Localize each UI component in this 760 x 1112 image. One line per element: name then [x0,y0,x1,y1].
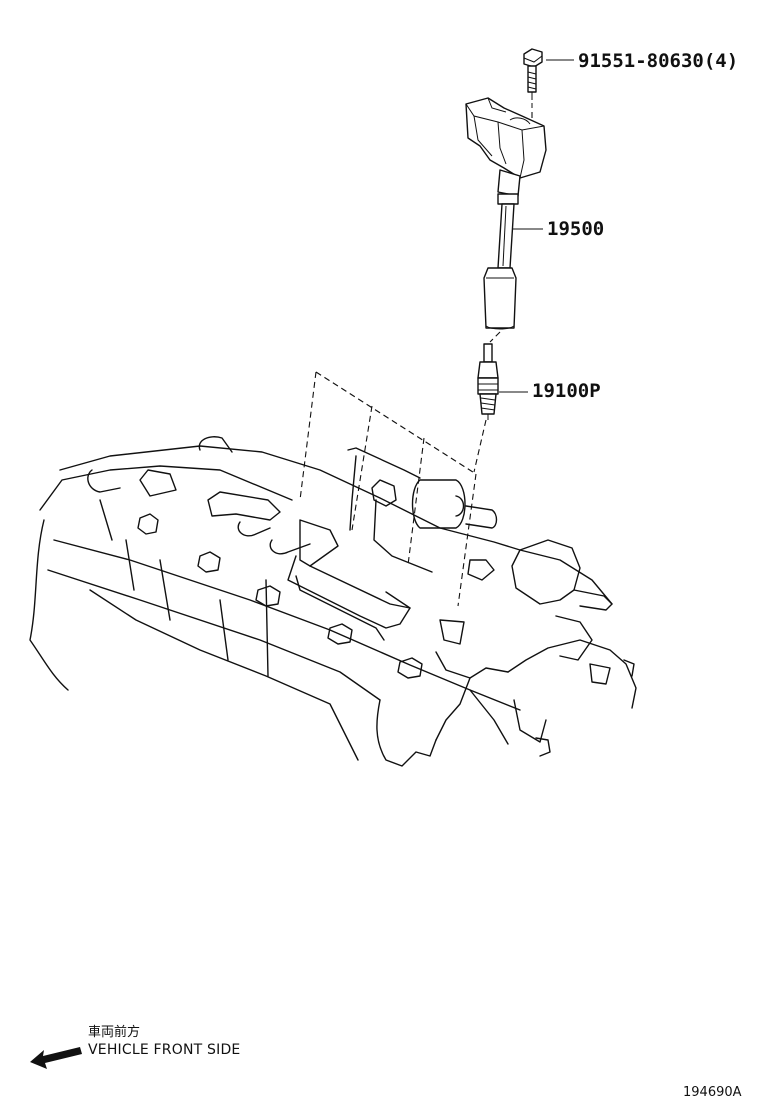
callout-bolt-part-number[interactable]: 91551-80630(4) [578,50,739,72]
installation-guide-lines [299,112,533,607]
vehicle-front-label-en: VEHICLE FRONT SIDE [88,1042,241,1058]
engine-head-drawing [29,436,637,767]
callout-spark-plug-part-number[interactable]: 19100P [532,380,601,402]
spark-plug-drawing [477,343,499,420]
bolt-drawing [523,48,543,108]
vehicle-front-label-jp: 車両前方 [88,1025,141,1040]
vehicle-front-arrow-icon [30,1047,82,1069]
figure-code: 194690A [683,1085,742,1100]
ignition-coil-drawing [465,97,547,330]
callout-ignition-coil-part-number[interactable]: 19500 [547,218,605,240]
